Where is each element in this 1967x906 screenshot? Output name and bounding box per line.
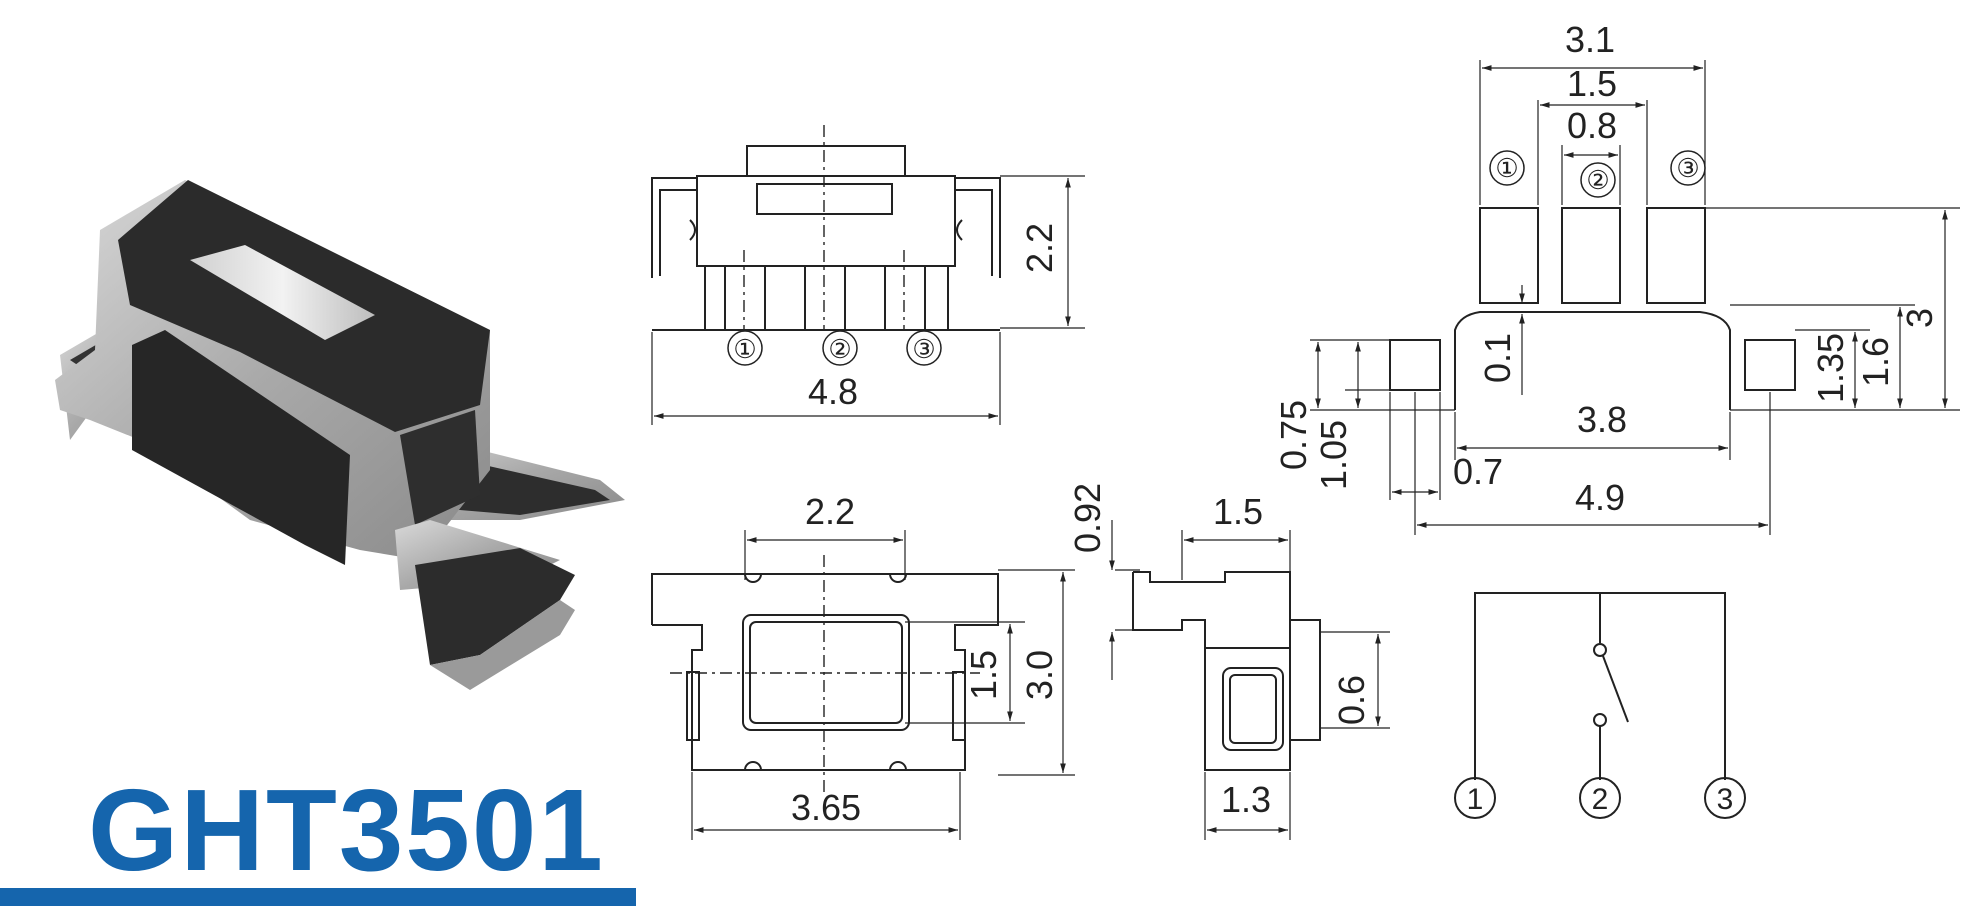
fp-pad-width-label: 0.8 [1567,105,1617,146]
schematic-pin-1-label: 1 [1467,783,1484,816]
schematic [1454,592,1746,819]
front-width-label: 4.8 [808,371,858,412]
product-photo [55,180,625,690]
fp-side-h1-label: 0.75 [1273,400,1314,470]
fp-gap-label: 0.1 [1477,333,1518,383]
fp-side-pad-label: 0.7 [1453,451,1503,492]
side-top-width-label: 1.5 [1213,491,1263,532]
fp-side-h2-label: 1.05 [1313,420,1354,490]
side-bottom-width-label: 1.3 [1221,779,1271,820]
model-title: GHT3501 [88,765,605,895]
side-view [1109,520,1390,840]
top-body-width-label: 3.65 [791,787,861,828]
fp-outer-width-label: 4.9 [1575,477,1625,518]
schematic-pin-2-label: 2 [1592,783,1609,816]
accent-bar [0,888,636,906]
fp-inner-width-label: 3.8 [1577,399,1627,440]
side-button-height-label: 0.6 [1331,675,1372,725]
fp-height-total-label: 3 [1899,308,1940,328]
fp-pad-1-label: ① [1495,153,1518,183]
front-pin-2-label: ② [828,334,851,364]
fp-pad-3-label: ③ [1676,153,1699,183]
front-height-label: 2.2 [1019,223,1060,273]
top-body-height-label: 3.0 [1019,650,1060,700]
fp-height-1-label: 1.6 [1855,337,1896,387]
footprint-view [1310,60,1960,535]
front-view [651,125,1085,425]
fp-height-2-label: 1.35 [1810,333,1851,403]
front-pin-3-label: ③ [912,334,935,364]
top-actuator-height-label: 1.5 [963,650,1004,700]
top-view [651,530,1075,840]
fp-span-label: 3.1 [1565,19,1615,60]
fp-outer-label: 1.5 [1567,63,1617,104]
front-pin-1-label: ① [733,334,756,364]
schematic-pin-3-label: 3 [1717,783,1734,816]
side-offset-label: 0.92 [1067,483,1108,553]
top-actuator-width-label: 2.2 [805,491,855,532]
fp-pad-2-label: ② [1586,165,1609,195]
